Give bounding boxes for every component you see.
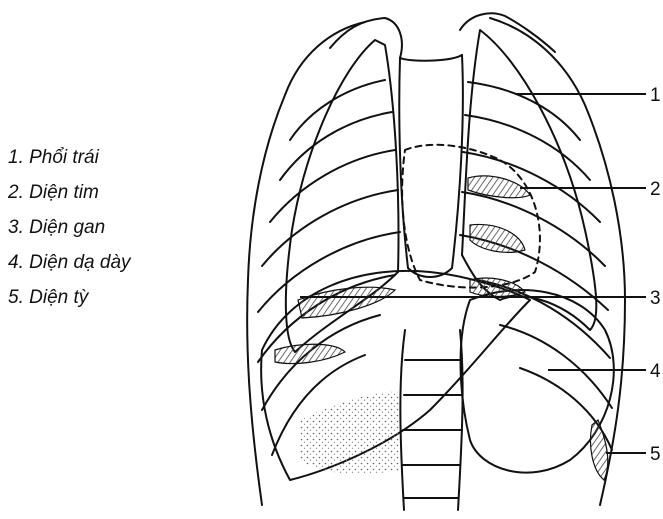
- heart-area-outline: [402, 145, 540, 288]
- callout-number-1: 1: [650, 85, 661, 106]
- callout-number-3: 3: [650, 288, 661, 309]
- callout-number-2: 2: [650, 179, 661, 200]
- spleen-area-hatch: [591, 420, 608, 480]
- callout-number-5: 5: [650, 444, 661, 465]
- liver-stipple: [300, 392, 400, 474]
- callout-number-4: 4: [650, 361, 661, 382]
- spine: [400, 330, 405, 510]
